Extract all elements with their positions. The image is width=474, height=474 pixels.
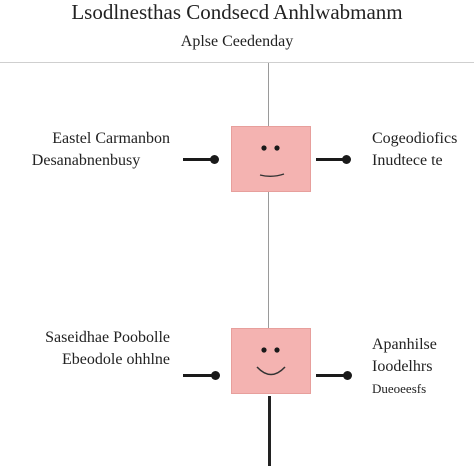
node-2-left-label-line-1: Saseidhae Poobolle xyxy=(45,329,170,346)
node-1-face-box xyxy=(231,126,311,192)
diagram-title: Lsodlnesthas Condsecd Anhlwabmanm xyxy=(71,0,403,24)
node-2-right-label: Apanhilse Ioodelhrs Dueoeesfs xyxy=(372,334,474,400)
node-2-face-box xyxy=(231,328,311,394)
node-1-left-label-line-1: Eastel Carmanbon xyxy=(52,130,170,147)
header-divider xyxy=(0,62,474,63)
diagram-subtitle: Aplse Ceedenday xyxy=(180,33,294,50)
arrow-head-dot xyxy=(211,371,220,380)
node-2-left-label-line-2: Ebeodole ohhlne xyxy=(62,351,170,368)
node-2-left-arrow xyxy=(183,371,220,380)
node-1-left-label-line-2: Desanabnenbusy xyxy=(31,152,141,169)
arrow-head-dot xyxy=(343,371,352,380)
center-connector-bottom xyxy=(268,396,271,466)
node-2-left-label: Saseidhae Poobolle Ebeodole ohhlne xyxy=(2,327,170,371)
node-1-right-label: Cogeodiofics Inudtece te xyxy=(372,128,474,172)
center-connector-top xyxy=(268,63,269,328)
node-1-left-arrow xyxy=(183,155,219,164)
node-2-right-arrow xyxy=(316,371,352,380)
node-1-left-label: Eastel Carmanbon Desanabnenbusy xyxy=(2,128,170,172)
node-1-right-arrow xyxy=(316,155,351,164)
arrow-head-dot xyxy=(342,155,351,164)
node-2-right-label-line-3: Dueoeesfs xyxy=(372,381,427,396)
smiling-face-icon xyxy=(256,347,286,376)
node-1-right-label-line-2: Inudtece te xyxy=(372,152,443,169)
node-1-right-label-line-1: Cogeodiofics xyxy=(372,130,458,147)
node-2-right-label-line-1: Apanhilse xyxy=(372,336,437,353)
node-2-right-label-line-2: Ioodelhrs xyxy=(372,358,433,375)
arrow-head-dot xyxy=(210,155,219,164)
neutral-face-icon xyxy=(259,145,285,177)
